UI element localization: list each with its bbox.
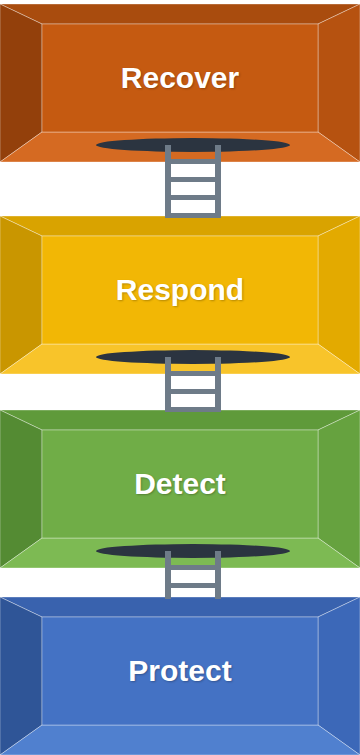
box-face — [0, 4, 360, 24]
box-label: Detect — [42, 430, 318, 538]
box-face — [0, 132, 360, 162]
box-face — [42, 617, 318, 725]
box-face — [0, 725, 360, 755]
box-face — [42, 236, 318, 344]
box-face — [42, 430, 318, 538]
box-label: Protect — [42, 617, 318, 725]
box-face — [42, 24, 318, 132]
box-room: Recover — [0, 4, 360, 162]
box-face — [0, 216, 360, 236]
box-face — [0, 597, 360, 617]
box-face — [0, 344, 360, 374]
floor-hole — [96, 544, 290, 558]
floor-hole — [96, 138, 290, 152]
box-room: Protect — [0, 597, 360, 755]
box-face — [0, 538, 360, 568]
box-face — [0, 410, 360, 430]
box-label: Respond — [42, 236, 318, 344]
box-room: Detect — [0, 410, 360, 568]
floor-hole — [96, 350, 290, 364]
box-label: Recover — [42, 24, 318, 132]
box-room: Respond — [0, 216, 360, 374]
